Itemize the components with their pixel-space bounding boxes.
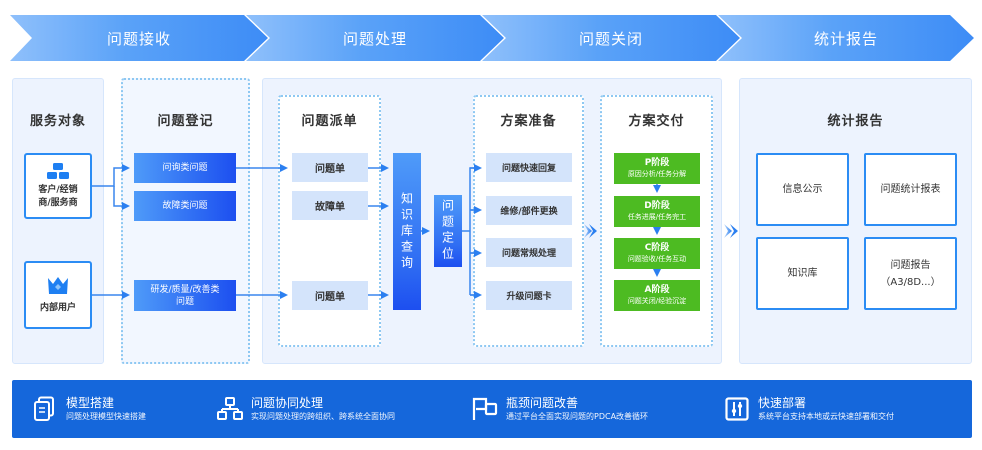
solution-item-regular: 问题常规处理 [486,238,572,267]
feature-subtitle: 系统平台支持本地或云快速部署和交付 [758,412,894,421]
solution-item-label: 维修/部件更换 [500,207,558,217]
feature-banner: 模型搭建 问题处理模型快速搭建 问题协同处理 实现问题处理的跨组织、跨系统全面协… [12,380,972,438]
feature-title: 瓶颈问题改善 [506,396,579,410]
stage-chevron-report: 统计报告 [718,15,974,61]
stage-label: 问题接收 [106,29,171,48]
feature-model-build: 模型搭建 问题处理模型快速搭建 [32,380,146,438]
registration-item-label: 研发/质量/改善类 [150,284,220,295]
feature-subtitle: 通过平台全面实现问题的PDCA改善循环 [506,412,649,421]
pdca-stage-c: C阶段 问题验收/任务互动 [614,238,700,269]
document-icon [32,396,58,422]
knowledge-query-label: 知识库查询 [399,191,414,272]
registration-item-label: 故障类问题 [162,201,208,211]
pdca-stage-p: P阶段 原因分析/任务分解 [614,153,700,184]
dispatch-item-label: 问题单 [315,164,345,175]
report-card-label-2: （A3/8D...） [880,276,941,288]
registration-title: 问题登记 [157,114,214,129]
report-card-info-disclosure[interactable]: 信息公示 [756,153,849,226]
feature-title: 模型搭建 [66,396,115,410]
solution-item-label: 问题快速回复 [501,164,556,174]
transition-arrow-to-stats-2 [730,224,738,238]
stage-chevron-close: 问题关闭 [482,15,740,61]
stage-chevron-process: 问题处理 [246,15,504,61]
report-card-label: 信息公示 [782,184,823,195]
dispatch-item-label: 故障单 [315,202,345,213]
registration-item-label: 问询类问题 [162,163,208,173]
report-card-label: 问题报告 [890,259,931,271]
user-card-label-2: 商/服务商 [38,198,78,208]
service-objects-title: 服务对象 [29,114,86,129]
pdca-stage-title: P阶段 [644,158,670,168]
pdca-stage-subtitle: 问题验收/任务互动 [627,255,687,263]
solution-delivery-title: 方案交付 [628,114,685,129]
dispatch-item-ticket-2: 问题单 [292,281,368,310]
stage-label: 统计报告 [813,29,878,48]
dispatch-item-ticket: 问题单 [292,153,368,182]
pdca-stage-d: D阶段 任务进展/任务完工 [614,196,700,227]
user-card-label: 客户/经销 [38,185,78,195]
report-card-knowledge-base[interactable]: 知识库 [756,237,849,310]
solution-item-quick-reply: 问题快速回复 [486,153,572,182]
problem-locate-box: 问题定位 [434,195,462,267]
registration-item-rd-quality: 研发/质量/改善类 问题 [134,280,236,311]
pdca-stage-title: C阶段 [644,243,670,253]
problem-locate-label: 问题定位 [440,199,455,263]
report-card-label: 知识库 [787,268,818,279]
report-card-statistics[interactable]: 问题统计报表 [864,153,957,226]
report-card-problem-report[interactable]: 问题报告 （A3/8D...） [864,237,957,310]
crown-icon [48,276,68,294]
feature-title: 快速部署 [758,396,807,410]
feature-subtitle: 实现问题处理的跨组织、跨系统全面协同 [251,412,395,421]
solution-item-escalate: 升级问题卡 [486,281,572,310]
registration-item-label-2: 问题 [175,296,194,307]
pdca-stage-subtitle: 任务进展/任务完工 [627,213,687,221]
pdca-stage-subtitle: 原因分析/任务分解 [627,170,687,178]
solution-item-label: 问题常规处理 [501,249,556,259]
deploy-icon [724,396,750,422]
solution-prep-title: 方案准备 [500,114,557,129]
stage-label: 问题关闭 [578,29,643,48]
dispatch-item-label: 问题单 [315,292,345,303]
registration-panel [121,78,250,364]
user-card-customer: 客户/经销 商/服务商 [24,153,92,219]
feature-quick-deploy: 快速部署 系统平台支持本地或云快速部署和交付 [724,380,894,438]
pdca-stage-title: D阶段 [644,201,670,211]
pdca-stage-a: A阶段 问题关闭/经验沉淀 [614,280,700,311]
feature-collaboration: 问题协同处理 实现问题处理的跨组织、跨系统全面协同 [217,380,395,438]
feature-bottleneck-improve: 瓶颈问题改善 通过平台全面实现问题的PDCA改善循环 [472,380,648,438]
solution-item-label: 升级问题卡 [506,292,552,302]
flag-icon [472,396,498,422]
report-card-label: 问题统计报表 [880,184,941,195]
statistics-title: 统计报告 [827,114,884,129]
feature-title: 问题协同处理 [251,396,324,410]
dispatch-item-fault-ticket: 故障单 [292,191,368,220]
registration-item-fault: 故障类问题 [134,191,236,221]
users-group-icon [47,163,69,179]
pdca-stage-subtitle: 问题关闭/经验沉淀 [627,297,687,305]
stage-chevron-receive: 问题接收 [10,15,268,61]
user-card-label: 内部用户 [39,302,76,313]
pdca-stage-title: A阶段 [644,285,670,295]
registration-item-inquiry: 问询类问题 [134,153,236,183]
solution-item-repair: 维修/部件更换 [486,196,572,225]
feature-subtitle: 问题处理模型快速搭建 [66,412,146,421]
knowledge-query-box: 知识库查询 [393,153,421,310]
org-chart-icon [217,396,243,422]
user-card-internal: 内部用户 [24,261,92,329]
dispatch-title: 问题派单 [301,114,358,129]
stage-label: 问题处理 [342,29,407,48]
transition-arrow-to-stats [724,224,732,238]
